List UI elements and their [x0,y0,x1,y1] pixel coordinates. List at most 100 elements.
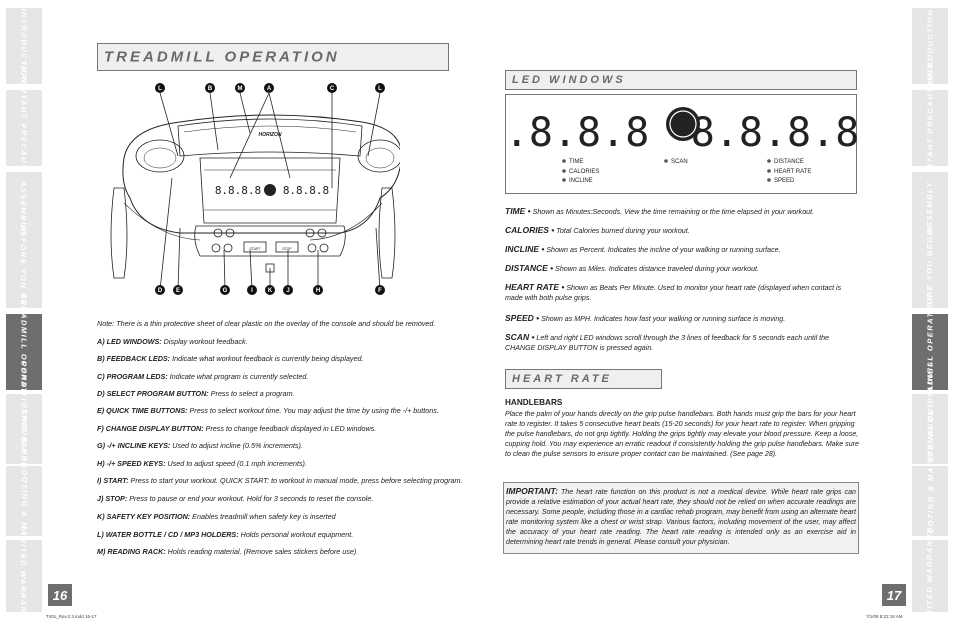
tab-assembly[interactable]: Assembly [6,172,42,242]
legend-item: F) CHANGE DISPLAY BUTTON: Press to chang… [97,424,377,433]
tab-troubleshooting-maintenance[interactable]: Troubleshooting & Maintenance [6,409,42,593]
start-label: START [249,247,261,251]
print-slug-left: T401_Rev.2.3.indd 16-17 [46,614,97,619]
callout-line [249,249,253,291]
console-overlay [199,157,341,224]
led-label: SCAN [671,159,688,165]
reading-rack [177,118,363,157]
brand-logo-text: HORIZON [258,132,281,138]
definition-scan: SCAN • Left and right LED windows scroll… [505,332,830,352]
incline-plus-key[interactable] [223,243,233,253]
led-label: CALORIES [569,169,599,175]
handlebars-paragraph: Place the palm of your hands directly on… [505,410,859,458]
tab-treadmill-operation[interactable]: Treadmill Operation [912,293,948,411]
console-diagram: HORIZON 8.8.8.8 8.8.8.8 START STOP L B M… [110,83,400,295]
legend-item: I) START: Press to start your workout. Q… [97,476,463,485]
led-label: DISTANCE [774,159,804,165]
legend-item: D) SELECT PROGRAM BUTTON: Press to selec… [97,389,295,398]
definition-speed: SPEED • Shown as MPH. Indicates how fast… [505,313,786,323]
legend-item: H) -/+ SPEED KEYS: Used to adjust speed … [97,459,307,468]
callout-line [239,92,251,134]
tab-limited-warranty[interactable]: Limited Warranty [912,526,948,626]
logo-icon [264,184,276,196]
led-panel: 8.8.8.8 8.8.8.8 TIME CALORIES INCLINE SC… [505,94,857,194]
speed-plus-key[interactable] [319,243,329,253]
callout-line [268,92,291,179]
left-cup-holder [135,139,185,173]
handlebars-heading: HANDLEBARS [505,398,563,407]
callout-letter: K [268,288,273,294]
program-button[interactable] [305,228,315,238]
console-led-right: 8.8.8.8 [283,184,329,197]
console-led-left: 8.8.8.8 [215,184,261,197]
important-box [503,482,859,554]
tab-conditioning-guidelines[interactable]: Conditioning Guidelines [6,360,42,498]
callout-letter: D [158,288,163,294]
tab-limited-warranty[interactable]: Limited Warranty [6,526,42,626]
legend-item: B) FEEDBACK LEDS: Indicate what workout … [97,354,364,363]
legend-item: E) QUICK TIME BUTTONS: Press to select w… [97,406,439,415]
callout-letter: B [208,86,213,92]
led-label: HEART RATE [774,169,811,175]
callout-letter: M [238,86,243,92]
legend-item: L) WATER BOTTLE / CD / MP3 HOLDERS: Hold… [97,530,354,539]
callout-letter: J [286,288,289,294]
important-notice: IMPORTANT: The heart rate function on th… [506,486,856,546]
led-label: SPEED [774,178,795,184]
tab-important-precautions[interactable]: Important Precautions [912,62,948,194]
tab-assembly[interactable]: Assembly [912,172,948,242]
tab-introduction[interactable]: Introduction [6,8,42,84]
callout-letter: I [251,288,253,294]
led-right-digits: 8.8.8.8 [691,110,857,156]
led-label: TIME [569,159,583,165]
legend-item: K) SAFETY KEY POSITION: Enables treadmil… [97,512,336,521]
start-button[interactable] [243,241,267,253]
tab-important-precautions[interactable]: Important Precautions [6,62,42,194]
tab-before-you-begin[interactable]: Before You Begin [912,224,948,324]
protective-sheet-note: Note: There is a thin protective sheet o… [97,319,436,328]
incline-minus-key[interactable] [211,243,221,253]
safety-key-position[interactable] [265,263,275,273]
legend-item: A) LED WINDOWS: Display workout feedback… [97,337,248,346]
page-number-left: 16 [48,584,72,606]
tab-treadmill-operation[interactable]: Treadmill Operation [6,293,42,411]
definition-calories: CALORIES • Total Calories burned during … [505,225,690,235]
callout-line [159,92,179,157]
page-number-right: 17 [882,584,906,606]
callout-line [375,227,381,291]
stop-button[interactable] [275,241,299,253]
callout-letter: G [223,288,228,294]
quick-time-button[interactable] [213,228,223,238]
definition-distance: DISTANCE • Shown as Miles. Indicates dis… [505,263,759,273]
definition-time: TIME • Shown as Minutes:Seconds. View th… [505,206,815,216]
left-handle [110,187,128,279]
quick-time-button[interactable] [225,228,235,238]
callout-line [223,249,226,291]
brand-logo-icon [666,107,700,141]
legend-item: C) PROGRAM LEDS: Indicate what program i… [97,372,309,381]
tab-conditioning-guidelines[interactable]: Conditioning Guidelines [912,360,948,498]
change-display-button[interactable] [317,228,327,238]
tab-before-you-begin[interactable]: Before You Begin [6,224,42,324]
tab-introduction[interactable]: Introduction [912,8,948,84]
right-cup-holder [357,139,400,173]
legend-item: G) -/+ INCLINE KEYS: Used to adjust incl… [97,441,303,450]
stop-label: STOP [282,247,292,251]
legend-item: M) READING RACK: Holds reading material.… [97,547,357,556]
definition-incline: INCLINE • Shown as Percent. Indicates th… [505,244,781,254]
heart-rate-banner: HEART RATE [505,369,662,389]
callout-line [229,92,270,179]
speed-minus-key[interactable] [307,243,317,253]
callout-letter: H [316,288,320,294]
page-title: TREADMILL OPERATION [104,48,340,66]
definition-heart-rate: HEART RATE • Shown as Beats Per Minute. … [505,282,842,302]
section-title: HEART RATE [512,373,612,385]
section-title: LED WINDOWS [512,74,626,86]
tab-troubleshooting-maintenance[interactable]: Troubleshooting & Maintenance [912,409,948,593]
callout-line [159,177,173,291]
callout-line [177,227,181,291]
console-body [122,114,400,234]
led-label: INCLINE [569,178,593,184]
led-left-digits: 8.8.8.8 [505,110,649,156]
print-slug-right: 7/1/08 8:22:18 AM [866,614,903,619]
